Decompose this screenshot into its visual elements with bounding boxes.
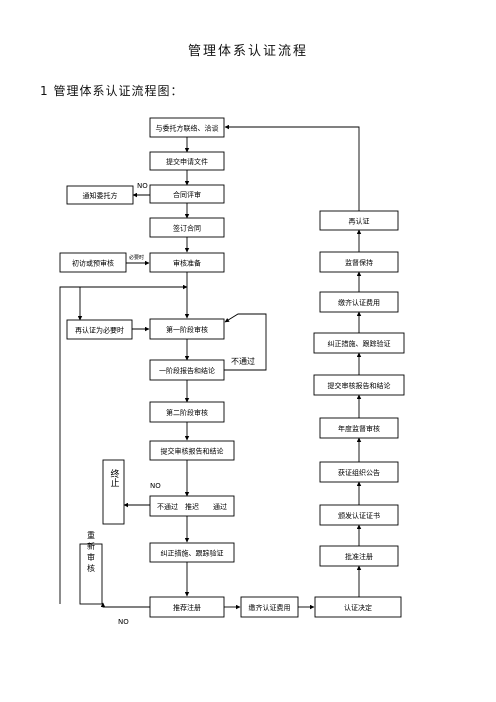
node-corrective-action: 纠正措施、跟踪验证	[149, 542, 235, 563]
node-recert-when-needed: 再认证为必要时	[66, 319, 133, 340]
node-stage1-audit: 第一阶段审核	[149, 318, 225, 340]
section-heading: 1 管理体系认证流程图：	[40, 84, 184, 98]
node-review-prep: 审核准备	[149, 252, 225, 273]
node-stage2-audit: 第二阶段审核	[149, 401, 225, 423]
svg-text:纠正措施、跟踪验证: 纠正措施、跟踪验证	[328, 339, 391, 348]
svg-text:缴齐认证费用: 缴齐认证费用	[338, 298, 380, 307]
node-pay-fee-bottom: 缴齐认证费用	[240, 596, 299, 618]
svg-text:再认证: 再认证	[349, 217, 370, 226]
node-reaudit: 重新审核	[79, 530, 103, 605]
node-supervise: 监督保持	[319, 251, 399, 273]
node-initial-visit: 初访或预审核	[59, 252, 127, 273]
svg-text:颁发认证证书: 颁发认证证书	[338, 511, 380, 520]
svg-text:提交审核报告和结论: 提交审核报告和结论	[328, 381, 391, 390]
svg-text:重新审核: 重新审核	[87, 530, 96, 575]
svg-text:提交申请文件: 提交申请文件	[166, 157, 208, 166]
connectors	[59, 124, 362, 610]
svg-text:初访或预审核: 初访或预审核	[72, 259, 114, 268]
svg-text:提交审核报告和结论: 提交审核报告和结论	[161, 447, 224, 456]
svg-text:获证组织公告: 获证组织公告	[338, 468, 380, 477]
svg-text:第一阶段审核: 第一阶段审核	[166, 325, 208, 334]
node-contract-review: 合同评审	[149, 184, 225, 204]
svg-text:推荐注册: 推荐注册	[173, 603, 201, 612]
node-corrective-action-right: 纠正措施、跟踪验证	[313, 332, 405, 354]
node-approve-registration: 批准注册	[319, 545, 399, 567]
svg-text:监督保持: 监督保持	[345, 258, 373, 267]
svg-text:签订合同: 签订合同	[173, 224, 201, 233]
svg-text:合同评审: 合同评审	[173, 190, 201, 199]
node-terminate: 终止	[102, 459, 125, 525]
node-sign-contract: 签订合同	[149, 217, 225, 238]
svg-text:一阶段报告和结论: 一阶段报告和结论	[159, 366, 215, 375]
svg-text:批准注册: 批准注册	[345, 552, 373, 561]
node-issue-certificate: 颁发认证证书	[319, 504, 399, 526]
node-recommend-registration: 推荐注册	[149, 596, 225, 618]
svg-text:纠正措施、跟踪验证: 纠正措施、跟踪验证	[161, 549, 224, 558]
node-submit-application: 提交申请文件	[149, 151, 225, 171]
svg-text:终止: 终止	[109, 468, 120, 487]
node-cert-decision: 认证决定	[314, 596, 402, 618]
node-submit-report: 提交审核报告和结论	[149, 440, 235, 461]
svg-text:通知委托方: 通知委托方	[83, 191, 118, 200]
node-decision: 不通过 推迟 通过	[149, 495, 235, 517]
node-publish: 获证组织公告	[319, 461, 399, 483]
page-title: 管理体系认证流程	[187, 44, 308, 59]
node-submit-report-right: 提交审核报告和结论	[313, 374, 405, 396]
label-no-contract: NO	[137, 182, 148, 190]
node-recertify: 再认证	[319, 210, 399, 231]
svg-text:与委托方联络、洽谈: 与委托方联络、洽谈	[156, 124, 219, 133]
node-notify-client: 通知委托方	[66, 185, 134, 205]
svg-text:年度监督审核: 年度监督审核	[338, 424, 380, 433]
svg-text:第二阶段审核: 第二阶段审核	[166, 408, 208, 417]
svg-text:不通过 推迟 通过: 不通过 推迟 通过	[157, 502, 227, 511]
node-annual-audit: 年度监督审核	[319, 417, 399, 439]
svg-text:认证决定: 认证决定	[344, 603, 372, 612]
svg-text:审核准备: 审核准备	[173, 259, 201, 268]
node-pay-fee-right: 缴齐认证费用	[319, 291, 399, 313]
label-no-decision: NO	[150, 482, 161, 490]
svg-text:再认证为必要时: 再认证为必要时	[75, 326, 124, 335]
label-not-pass: 不通过	[231, 356, 255, 366]
label-when-needed: 必要时	[129, 254, 144, 261]
node-stage1-report: 一阶段报告和结论	[149, 359, 225, 381]
svg-text:缴齐认证费用: 缴齐认证费用	[249, 603, 291, 612]
node-contact: 与委托方联络、洽谈	[149, 117, 225, 138]
label-no-bottom: NO	[118, 618, 129, 626]
